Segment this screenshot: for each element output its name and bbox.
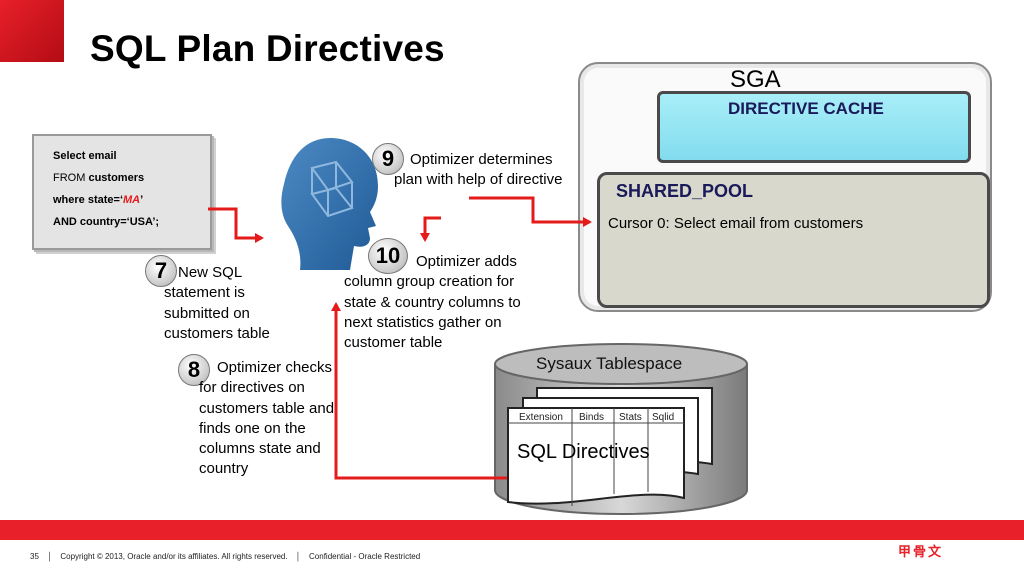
arrow-step9-to-step10 xyxy=(420,216,441,242)
sql-from-keyword: FROM xyxy=(53,172,89,184)
sql-line-4: AND country=‘USA’; xyxy=(53,216,160,228)
column-header-sqlid: Sqlid xyxy=(652,412,675,423)
sql-table-name: customers xyxy=(88,172,145,184)
column-header-extension: Extension xyxy=(519,412,563,423)
footer-red-bar xyxy=(0,520,1024,540)
sql-statement-box xyxy=(32,134,212,250)
step-7-badge: 7 xyxy=(145,255,177,287)
shared-pool-box xyxy=(597,172,990,308)
sysaux-tablespace-cylinder xyxy=(494,343,748,515)
sga-label: SGA xyxy=(730,66,781,93)
sql-where-prefix: where state=‘ xyxy=(53,194,124,206)
arrow-directives-to-optimizer xyxy=(331,302,507,480)
step-8-text: Optimizer checks for directives on custo… xyxy=(199,359,335,478)
copyright-text: Copyright © 2013, Oracle and/or its affi… xyxy=(60,552,288,561)
cursor-text: Cursor 0: Select email from customers xyxy=(608,215,864,232)
step-7-text: New SQL statement is submitted on custom… xyxy=(164,264,270,342)
column-header-stats: Stats xyxy=(619,412,642,423)
sql-line-3: where state=‘MA’ xyxy=(53,194,143,206)
corner-accent xyxy=(0,0,64,62)
shared-pool-label: SHARED_POOL xyxy=(616,181,754,201)
optimizer-head-icon xyxy=(281,138,378,270)
sql-line-1: Select email xyxy=(53,150,117,162)
directive-cache-label: DIRECTIVE CACHE xyxy=(728,99,884,118)
confidentiality-text: Confidential - Oracle Restricted xyxy=(309,552,421,561)
sql-directives-label: SQL Directives xyxy=(517,441,650,463)
sql-line-2: FROM customers xyxy=(53,172,144,184)
directive-cache-box xyxy=(657,91,971,163)
column-header-binds: Binds xyxy=(579,412,605,423)
arrow-plan-to-shared-pool xyxy=(469,196,592,227)
page-number: 35 xyxy=(30,552,39,561)
step-10-text: Optimizer adds column group creation for… xyxy=(344,253,521,352)
sql-where-suffix: ’ xyxy=(140,194,144,206)
oracle-logo: ORACLE xyxy=(903,521,964,536)
step-9-text: Optimizer determines plan with help of d… xyxy=(394,151,563,189)
footer: 35 │ Copyright © 2013, Oracle and/or its… xyxy=(30,552,421,561)
oracle-logo-cn: 甲骨文 xyxy=(898,544,944,559)
step-9-badge: 9 xyxy=(372,143,404,175)
sysaux-label: Sysaux Tablespace xyxy=(536,354,683,373)
arrow-sql-to-optimizer xyxy=(208,207,264,243)
sql-state-value: MA xyxy=(123,194,141,206)
step-10-badge: 10 xyxy=(368,238,408,274)
page-title: SQL Plan Directives xyxy=(90,28,445,69)
step-8-badge: 8 xyxy=(178,354,210,386)
